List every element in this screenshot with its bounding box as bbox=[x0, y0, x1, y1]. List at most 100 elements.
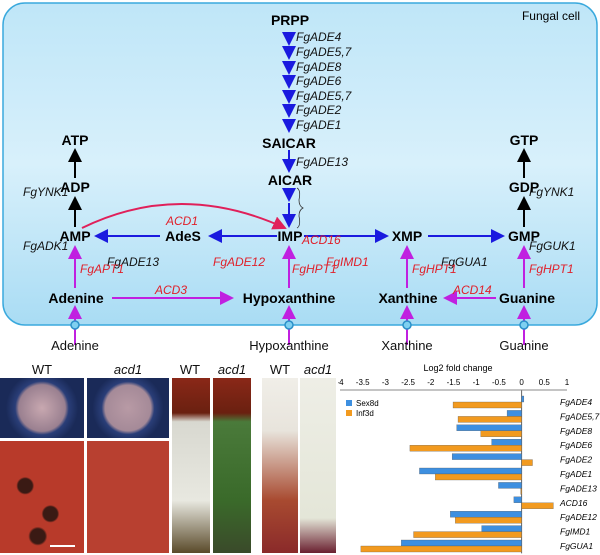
x-tick-label: -3 bbox=[382, 378, 390, 387]
gene-label: FgADE4 bbox=[296, 30, 342, 44]
gene-label: FgYNK1 bbox=[529, 185, 574, 199]
bar-sex8d bbox=[419, 467, 522, 475]
gene-label: FgADE5,7 bbox=[296, 89, 353, 103]
x-tick-label: -0.5 bbox=[492, 378, 506, 387]
x-tick-label: -3.5 bbox=[356, 378, 370, 387]
gene-label: FgHPT1 bbox=[529, 262, 574, 276]
node-atp: ATP bbox=[62, 132, 89, 148]
category-label: FgADE2 bbox=[560, 455, 592, 465]
photo-label-wt: WT bbox=[269, 362, 291, 377]
perithecia-wt-photo bbox=[0, 441, 84, 553]
gene-label: FgGUA1 bbox=[441, 255, 488, 269]
gene-label: FgADE8 bbox=[296, 60, 342, 74]
node-adp: ADP bbox=[60, 179, 90, 195]
category-label: FgADE8 bbox=[560, 426, 592, 436]
node-amp: AMP bbox=[59, 228, 90, 244]
bar-inf3d bbox=[480, 430, 522, 437]
root-acd1-photo bbox=[300, 378, 336, 553]
category-label: FgADE13 bbox=[560, 483, 597, 493]
gene-label: FgADE2 bbox=[296, 103, 342, 117]
bar-sex8d bbox=[491, 439, 522, 446]
bar-sex8d bbox=[481, 525, 522, 532]
bar-inf3d bbox=[452, 401, 522, 409]
gene-label: FgADE12 bbox=[213, 255, 265, 269]
bar-sex8d bbox=[513, 496, 522, 503]
photo-label-wt: WT bbox=[31, 362, 53, 377]
gene-label: FgGUK1 bbox=[529, 239, 576, 253]
category-label: FgADE4 bbox=[560, 397, 592, 407]
external-adenine: Adenine bbox=[51, 338, 99, 353]
x-tick-label: 1 bbox=[565, 378, 570, 387]
photo-label-acd1: acd1 bbox=[113, 362, 143, 377]
node-gdp: GDP bbox=[509, 179, 539, 195]
node-aicar: AICAR bbox=[268, 172, 312, 188]
scale-bar bbox=[50, 545, 75, 547]
bar-sex8d bbox=[451, 453, 522, 460]
external-xanthine: Xanthine bbox=[381, 338, 432, 353]
x-tick-label: -2.5 bbox=[401, 378, 415, 387]
gene-label: FgYNK1 bbox=[23, 185, 68, 199]
x-tick-label: 0 bbox=[519, 378, 524, 387]
bar-inf3d bbox=[455, 517, 522, 524]
gene-label: FgAPT1 bbox=[80, 262, 124, 276]
transporter-icon bbox=[402, 320, 412, 330]
category-label: FgADE12 bbox=[560, 512, 597, 522]
bar-sex8d bbox=[456, 424, 522, 431]
node-xanthine: Xanthine bbox=[378, 290, 437, 306]
bar-inf3d bbox=[521, 502, 554, 509]
bar-sex8d bbox=[450, 511, 522, 518]
bar-sex8d bbox=[498, 482, 522, 489]
category-label: FgADE5,7 bbox=[560, 411, 599, 421]
gene-label: FgADE13 bbox=[296, 155, 348, 169]
node-hypoxanthine: Hypoxanthine bbox=[243, 290, 336, 306]
gene-label: FgHPT1 bbox=[412, 262, 457, 276]
category-label: FgADE1 bbox=[560, 469, 592, 479]
gene-label: FgHPT1 bbox=[292, 262, 337, 276]
category-label: ACD16 bbox=[559, 498, 588, 508]
log2-fold-change-chart: Log2 fold change -4 -3.5 -3 -2.5 -2 -1.5 -1 -0.… bbox=[338, 363, 599, 554]
x-tick-label: -2 bbox=[427, 378, 435, 387]
transporter-icon bbox=[70, 320, 80, 330]
node-imp: IMP bbox=[278, 228, 303, 244]
node-gtp: GTP bbox=[510, 132, 539, 148]
legend-label-sex8d: Sex8d bbox=[356, 399, 379, 408]
gene-label: FgADE6 bbox=[296, 74, 342, 88]
gene-label: FgADE5,7 bbox=[296, 45, 353, 59]
x-tick-label: -1 bbox=[473, 378, 481, 387]
gene-label: ACD1 bbox=[165, 214, 198, 228]
petri-dish-wt-photo bbox=[0, 378, 84, 438]
perithecia-acd1-photo bbox=[87, 441, 169, 553]
gene-label: FgADE1 bbox=[296, 118, 341, 132]
x-tick-label: -4 bbox=[338, 378, 344, 387]
bar-inf3d bbox=[409, 445, 522, 452]
x-tick-label: 0.5 bbox=[539, 378, 551, 387]
category-label: FgIMD1 bbox=[560, 527, 591, 537]
gene-label: ACD3 bbox=[154, 283, 187, 297]
cell-label: Fungal cell bbox=[522, 9, 580, 23]
chart-title: Log2 fold change bbox=[423, 363, 492, 373]
bar-inf3d bbox=[520, 488, 522, 495]
wheat-head-wt-photo bbox=[172, 378, 210, 553]
node-guanine: Guanine bbox=[499, 290, 555, 306]
root-wt-photo bbox=[262, 378, 298, 553]
x-tick-label: -1.5 bbox=[447, 378, 461, 387]
bar-inf3d bbox=[457, 416, 522, 423]
gene-label: FgIMD1 bbox=[326, 255, 369, 269]
external-hypoxanthine: Hypoxanthine bbox=[249, 338, 329, 353]
external-guanine: Guanine bbox=[499, 338, 548, 353]
legend-swatch-inf3d bbox=[346, 410, 352, 416]
bar-sex8d bbox=[521, 395, 525, 403]
category-label: FgADE6 bbox=[560, 440, 592, 450]
petri-dish-acd1-photo bbox=[87, 378, 169, 438]
transporter-icon bbox=[519, 320, 529, 330]
transporter-icon bbox=[284, 320, 294, 330]
gene-label: FgADK1 bbox=[23, 239, 68, 253]
bar-sex8d bbox=[401, 539, 522, 547]
node-saicar: SAICAR bbox=[262, 135, 316, 151]
wheat-head-acd1-photo bbox=[213, 378, 251, 553]
photo-label-wt: WT bbox=[179, 362, 201, 377]
bar-inf3d bbox=[413, 531, 522, 538]
node-adenine: Adenine bbox=[48, 290, 103, 306]
node-gmp: GMP bbox=[508, 228, 540, 244]
bar-sex8d bbox=[506, 410, 522, 417]
